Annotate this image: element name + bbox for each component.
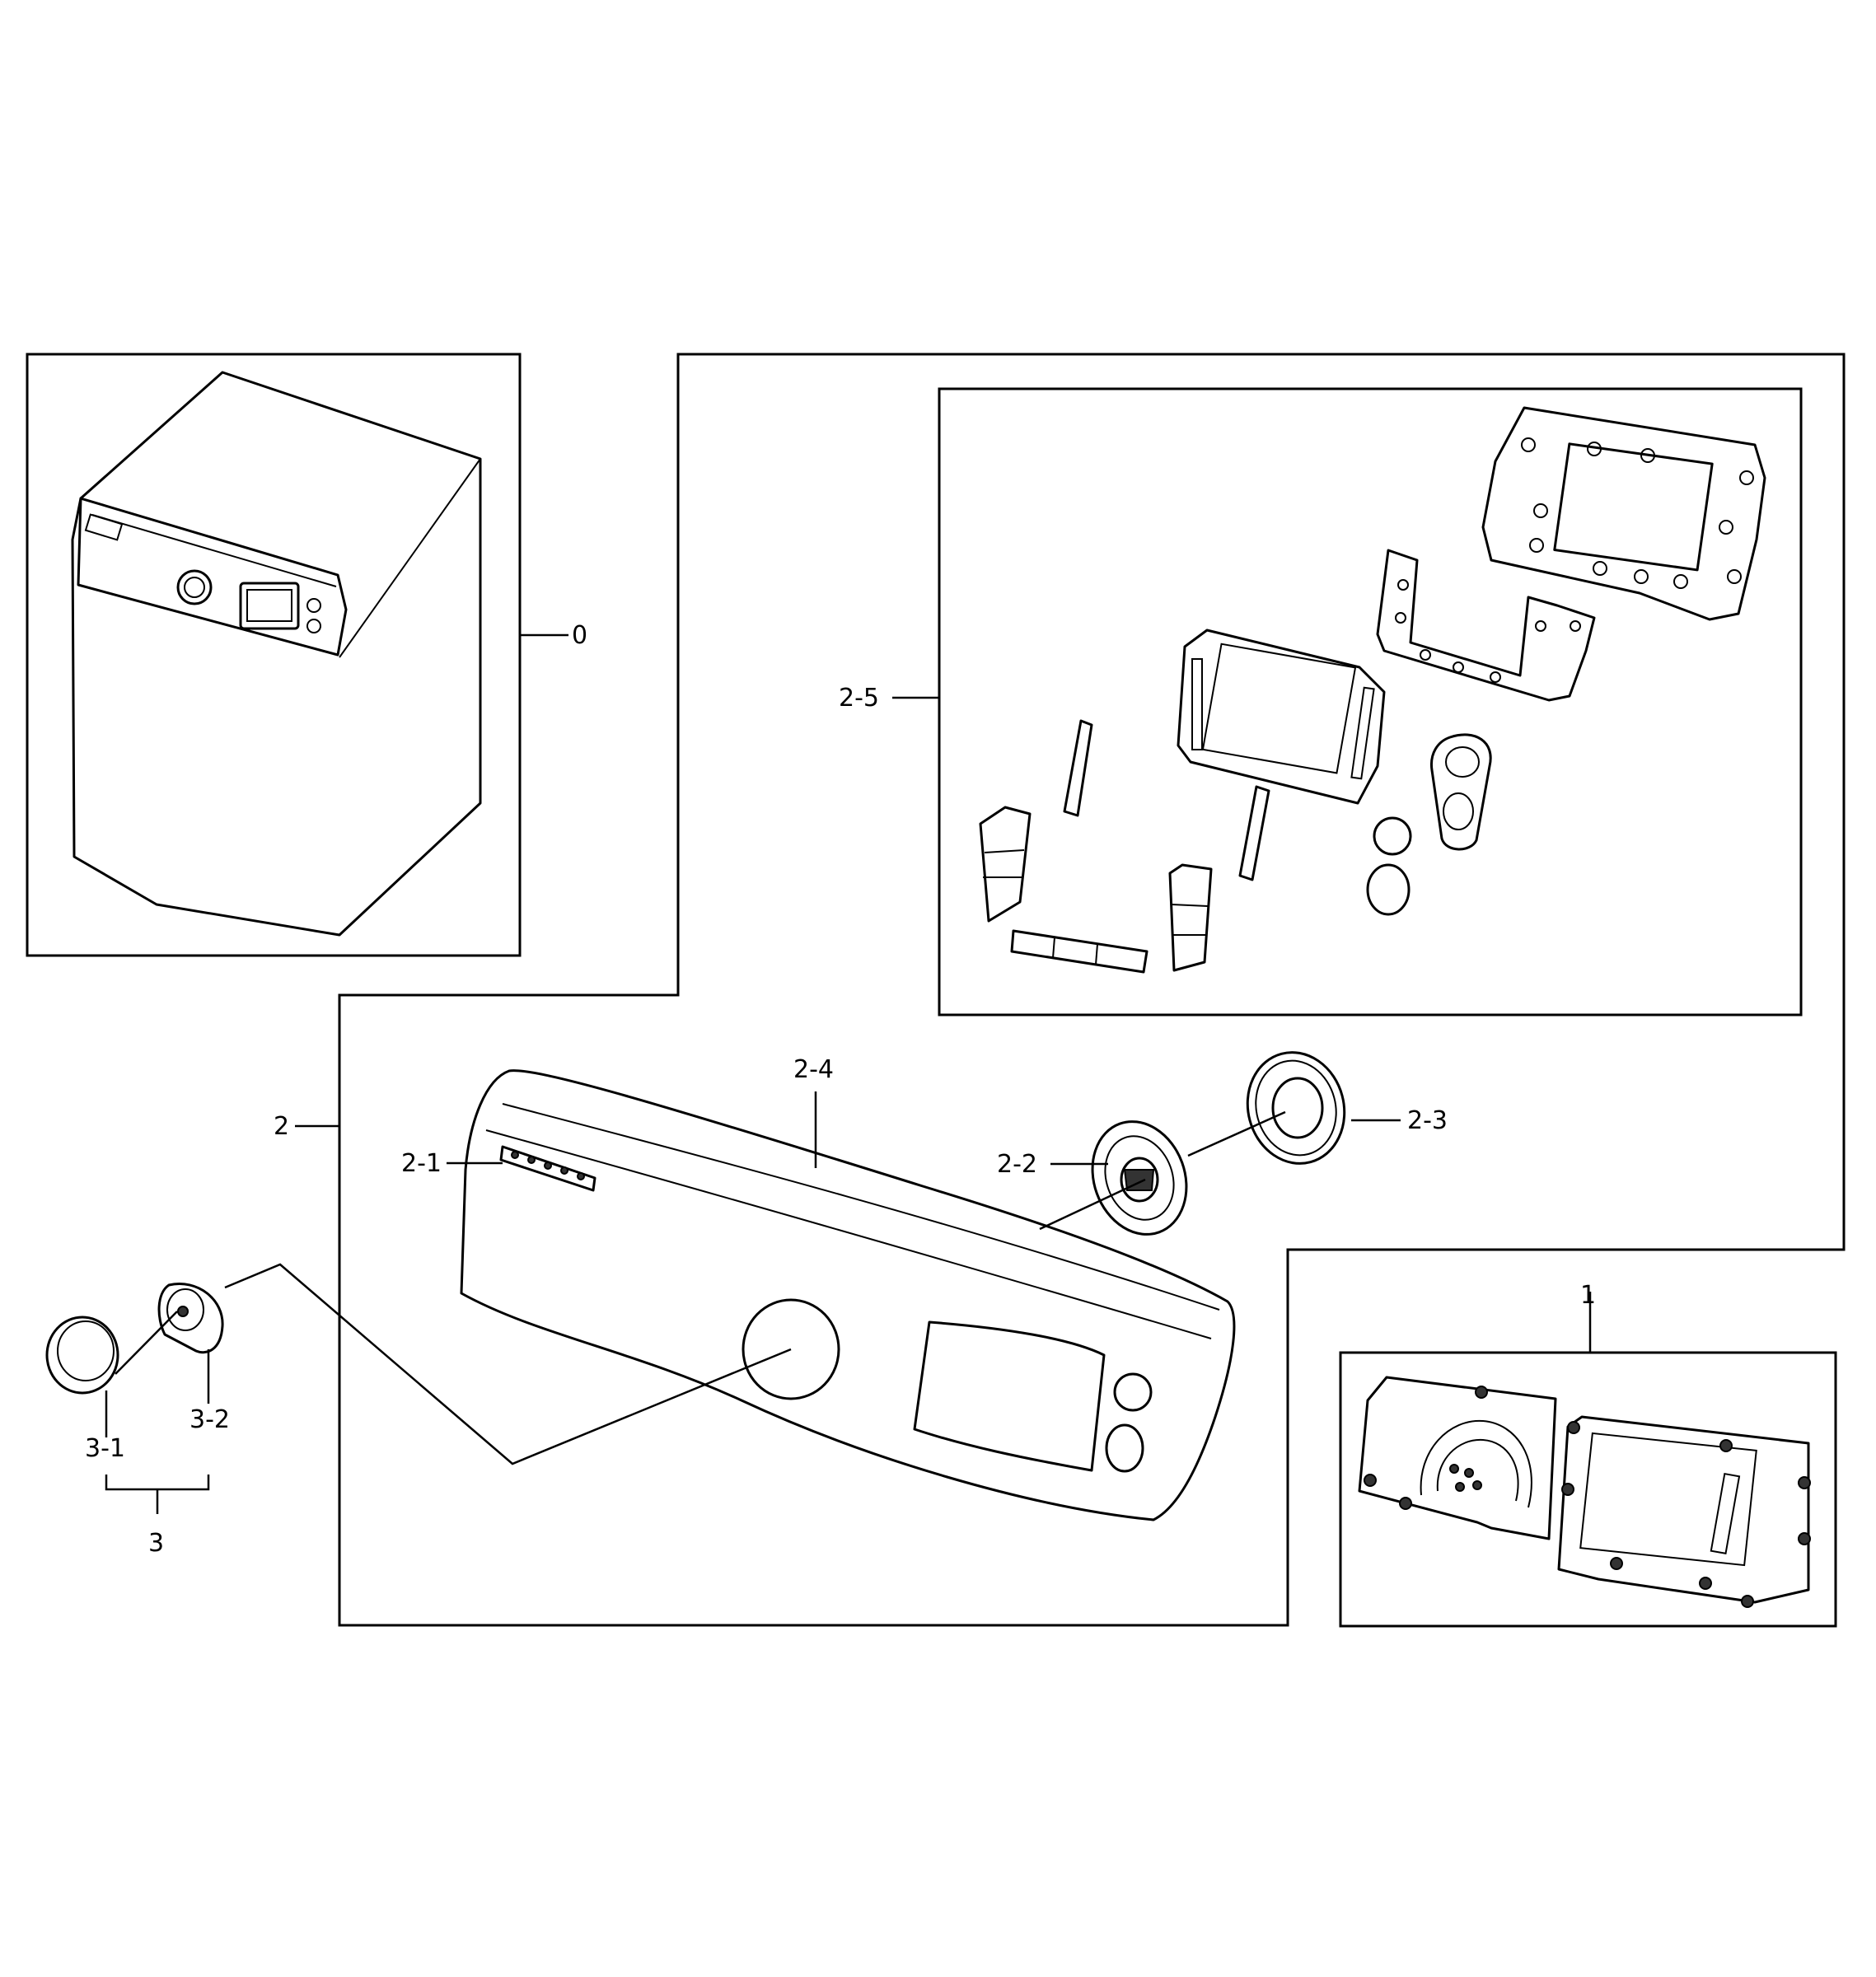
callout-3-2: 3-2 xyxy=(189,1405,230,1434)
frame-washer xyxy=(26,353,522,957)
callout-0: 0 xyxy=(572,621,587,650)
callout-2-3: 2-3 xyxy=(1407,1106,1448,1135)
pcb-illustration xyxy=(1358,1376,1811,1608)
frame-control-panel xyxy=(338,353,1846,1627)
callout-1: 1 xyxy=(1580,1281,1596,1310)
washer-illustration xyxy=(71,371,482,937)
callout-3: 3 xyxy=(148,1529,164,1558)
callout-2: 2 xyxy=(274,1112,289,1141)
knob-ring-illustration xyxy=(1091,1120,1188,1236)
frame-sub-assembly xyxy=(938,387,1803,1017)
callout-2-4: 2-4 xyxy=(793,1055,834,1084)
callout-3-1: 3-1 xyxy=(85,1434,125,1463)
badge-strip xyxy=(499,1145,596,1192)
callout-2-2: 2-2 xyxy=(997,1150,1037,1179)
knob-cap-illustration xyxy=(45,1316,119,1395)
knob-body-illustration xyxy=(157,1283,224,1354)
leader-lines xyxy=(105,633,1592,1514)
frame-pcb xyxy=(1339,1351,1837,1628)
callout-2-5: 2-5 xyxy=(839,684,879,713)
knob-ring-cover-illustration xyxy=(1246,1051,1346,1165)
sub-assembly-illustration xyxy=(979,406,1766,974)
callout-2-1: 2-1 xyxy=(401,1149,442,1178)
